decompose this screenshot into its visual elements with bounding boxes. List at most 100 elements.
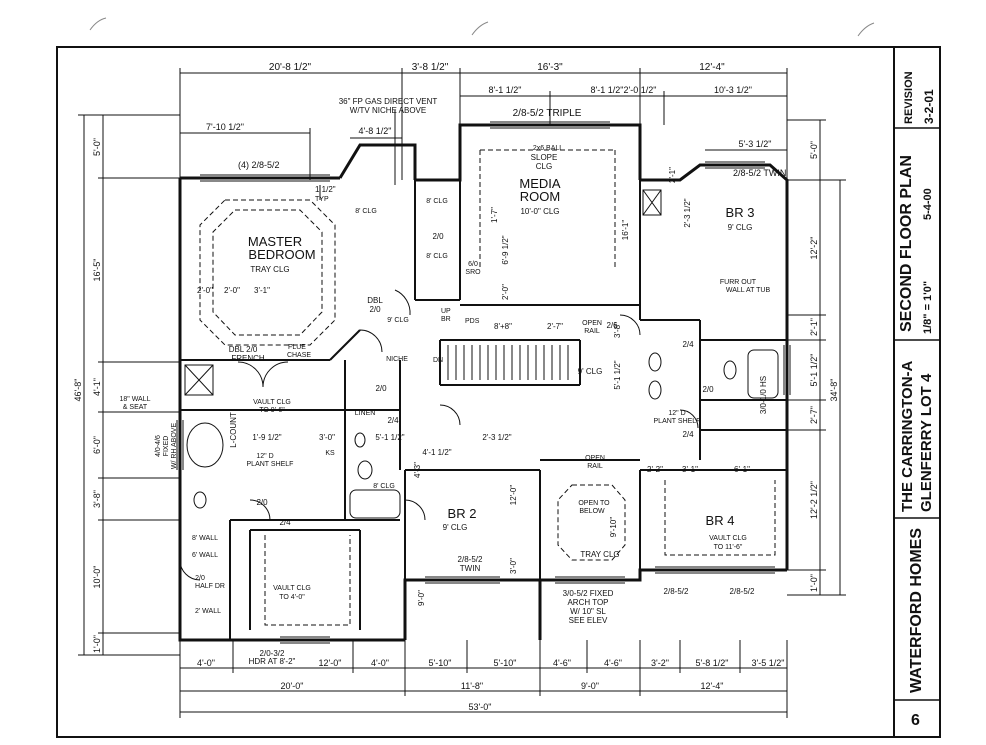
plan-name: THE CARRINGTON-A [899, 360, 916, 512]
revision-label: REVISION [903, 71, 915, 124]
right-dim: 2'-1" [809, 318, 819, 336]
revision-date: 3-2-01 [922, 89, 936, 124]
dim-label: 4'-1 1/2" [422, 448, 451, 457]
room-name-media: ROOM [520, 189, 560, 204]
top-dim: 2'-0 1/2" [624, 85, 657, 95]
dim-label: 3'-0" [319, 433, 335, 442]
bottom-dimension-lines [179, 640, 788, 718]
header-note: HDR AT 8'-2" [249, 657, 296, 666]
top-dim: 20'-8 1/2" [269, 62, 312, 73]
left-dim: 6'-0" [92, 436, 102, 454]
overall-depth: 34'-8" [829, 379, 839, 402]
left-dim: 10'-0" [92, 566, 102, 589]
company-name: WATERFORD HOMES [908, 527, 925, 693]
room-name-br4: BR 4 [706, 513, 735, 528]
window-label: TWIN [460, 564, 481, 573]
left-dim: 3'-8" [92, 490, 102, 508]
rail-note: RAIL [584, 328, 600, 335]
chase-note: FLUE [288, 344, 306, 351]
dim-label: 8'+8" [494, 322, 512, 331]
dim-label: 2'-3 1/2" [482, 433, 511, 442]
door-label: 2/4 [682, 340, 694, 349]
room-name-master: MASTER [248, 234, 302, 249]
fireplace-note: 36" FP GAS DIRECT VENT [339, 97, 438, 106]
ceiling-note: TO 4'-0" [279, 594, 305, 601]
bottom-dim: 12'-4" [701, 681, 724, 691]
stair-label: DN [433, 357, 443, 364]
right-dim: 5'-1 1/2" [809, 354, 819, 387]
door-label: 2/4 [279, 518, 291, 527]
bottom-dim: 3'-5 1/2" [752, 658, 785, 668]
wall-note: 2' WALL [195, 608, 221, 615]
fixed-window-note: W/ RH ABOVE [171, 423, 178, 470]
bottom-dim: 4'-0" [197, 658, 215, 668]
staircase [447, 345, 569, 380]
lot-name: GLENFERRY LOT 4 [918, 373, 935, 512]
dim-label: 1 1/2" [315, 185, 336, 194]
right-dim: 12'-2 1/2" [809, 481, 819, 519]
ceiling-note: 10'-0" CLG [520, 207, 559, 216]
open-note: BELOW [579, 508, 605, 515]
bottom-dim: 5'-10" [429, 658, 452, 668]
sheet-number: 6 [911, 712, 920, 729]
linen-label: LINEN [355, 410, 376, 417]
door-label: 2/0 [702, 385, 714, 394]
left-dimension-lines [78, 114, 180, 656]
bath-fixtures [184, 189, 779, 519]
dim-label: 6'-9 1/2" [501, 235, 510, 264]
wall-note: 6' WALL [192, 552, 218, 559]
rail-note: RAIL [587, 463, 603, 470]
window-label: 2/8-5/2 [730, 587, 755, 596]
arch-note: ARCH TOP [567, 598, 608, 607]
dim-label: 2'-7" [547, 322, 563, 331]
dim-label: 4'-3" [413, 462, 422, 478]
bottom-dim: 11'-8" [461, 681, 483, 691]
dim-label: 5'-1 1/2" [375, 433, 404, 442]
top-dim: 8'-1 1/2" [489, 85, 522, 95]
stair-label: UP [441, 308, 451, 315]
door-label: 2/0 [432, 232, 444, 241]
door-label: DBL 2/0 [229, 345, 258, 354]
right-dim: 1'-0" [809, 574, 819, 592]
rail-note: OPEN [585, 455, 605, 462]
bottom-dim: 4'-6" [553, 658, 571, 668]
window-label: 2/8-5/2 [458, 555, 483, 564]
bottom-dim: 20'-0" [281, 681, 304, 691]
fixed-window-note: 4/0-4/6 [155, 435, 162, 457]
top-dim: 10'-3 1/2" [714, 85, 752, 95]
scale-note: 1/8" = 1'0" [922, 280, 934, 334]
bottom-dim: 12'-0" [319, 658, 342, 668]
top-dim: 12'-4" [699, 62, 725, 73]
dim-label: 3'-8" [613, 322, 622, 338]
dim-label: 2'-0" [224, 286, 240, 295]
door-swings [179, 289, 699, 581]
door-label: 2/0 [369, 305, 381, 314]
chase-note: CHASE [287, 352, 311, 359]
room-name-br2: BR 2 [448, 506, 477, 521]
dim-label: 9'-10" [609, 517, 618, 538]
door-label: HALF DR [195, 583, 225, 590]
door-label: 2/6 [606, 321, 618, 330]
ceiling-note: 9' CLG [728, 223, 753, 232]
arch-note: SEE ELEV [569, 616, 608, 625]
top-dim: 7'-10 1/2" [206, 122, 244, 132]
left-dim: 1'-0" [92, 635, 102, 653]
shelf-note: PLANT SHELF [247, 461, 294, 468]
door-label: DBL [367, 296, 383, 305]
bottom-dim: 4'-0" [371, 658, 389, 668]
left-dim: 4'-1" [92, 378, 102, 396]
right-dim: 12'-2" [809, 237, 819, 260]
ceiling-outlines [199, 149, 776, 626]
door-label: 2/0 [375, 384, 387, 393]
room-name-br3: BR 3 [726, 205, 755, 220]
counter-label: L-COUNT [229, 412, 238, 448]
bottom-dim: 5'-8 1/2" [696, 658, 729, 668]
window-label: 2/8-5/2 [664, 587, 689, 596]
rail-note: OPEN [582, 320, 602, 327]
exterior-walls [178, 123, 789, 642]
door-label: 2/4 [682, 430, 694, 439]
arch-note: W/ 10" SL [570, 607, 606, 616]
tub-note: FURR OUT [720, 279, 757, 286]
dim-label: 9'-0" [417, 590, 426, 606]
